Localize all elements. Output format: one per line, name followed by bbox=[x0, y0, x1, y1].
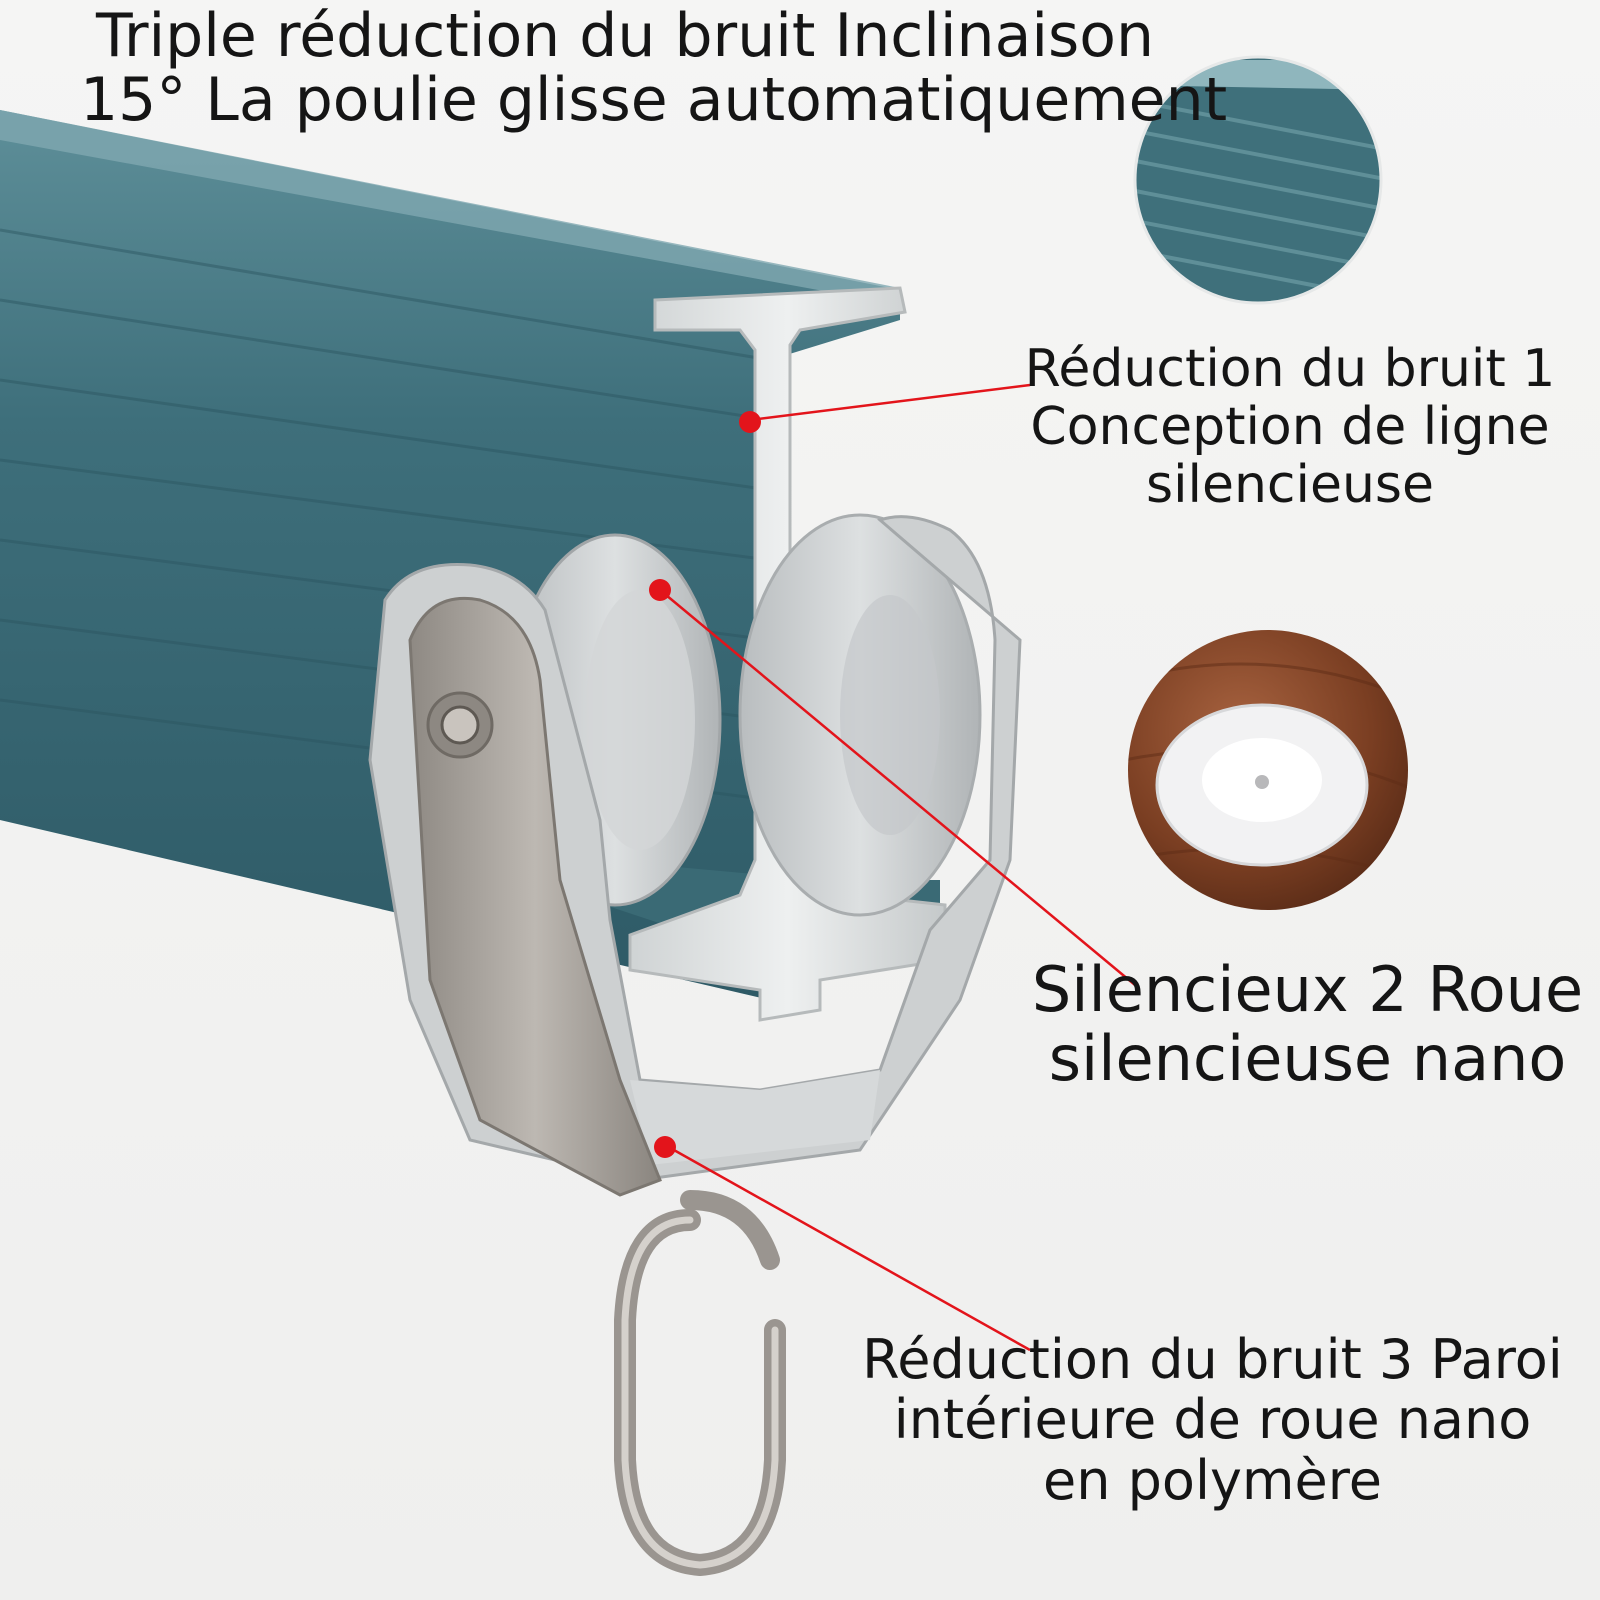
callout-line: Réduction du bruit 1 bbox=[1024, 339, 1556, 399]
detail-rail-surface bbox=[1133, 55, 1383, 305]
callout-line: silencieuse nano bbox=[1048, 1022, 1567, 1096]
callout-silent-wheel-2: Silencieux 2 Roue silencieuse nano bbox=[1020, 955, 1595, 1094]
callout-line: Silencieux 2 Roue bbox=[1031, 953, 1584, 1026]
callout-line: Réduction du bruit 3 Paroi bbox=[862, 1328, 1563, 1391]
callout-noise-reduction-1: Réduction du bruit 1 Conception de ligne… bbox=[1000, 340, 1580, 515]
marker-3 bbox=[654, 1136, 676, 1158]
title-line: Triple réduction du bruit Inclinaison bbox=[95, 1, 1155, 71]
callout-line: silencieuse bbox=[1145, 455, 1434, 516]
callout-noise-reduction-3: Réduction du bruit 3 Paroi intérieure de… bbox=[835, 1328, 1590, 1512]
marker-2 bbox=[649, 579, 671, 601]
title-caption: Triple réduction du bruit Inclinaison 15… bbox=[80, 1, 1228, 136]
pointer-lines bbox=[659, 383, 1136, 1352]
callout-line: Conception de ligne bbox=[1030, 397, 1550, 458]
title-line: 15° La poulie glisse automatiquement bbox=[80, 65, 1228, 136]
hook-ring bbox=[614, 1190, 786, 1577]
callout-line: intérieure de roue nano bbox=[893, 1388, 1532, 1452]
callout-line: en polymère bbox=[1043, 1448, 1382, 1512]
steel-plate bbox=[408, 596, 662, 1197]
detail-nano-wheel bbox=[1128, 630, 1408, 910]
marker-1 bbox=[739, 411, 761, 433]
